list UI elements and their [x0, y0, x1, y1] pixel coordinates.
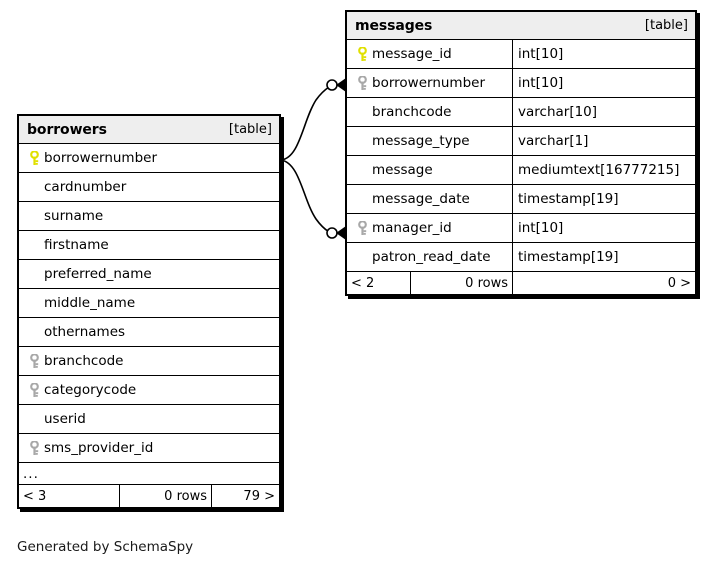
table-messages-header: messages [table]: [347, 12, 695, 40]
table-row[interactable]: borrowernumber int[10]: [347, 69, 695, 98]
table-row[interactable]: borrowernumber: [19, 144, 279, 173]
table-row[interactable]: branchcode: [19, 347, 279, 376]
column-name: branchcode: [44, 353, 124, 369]
more-columns-label: ...: [23, 465, 39, 482]
foreign-key-icon: [25, 353, 44, 369]
column-type: int[10]: [518, 220, 564, 236]
column-type: int[10]: [518, 75, 564, 91]
table-row[interactable]: message_type varchar[1]: [347, 127, 695, 156]
column-name: othernames: [44, 324, 126, 340]
column-name: surname: [44, 208, 104, 224]
column-name: borrowernumber: [44, 150, 158, 166]
column-type: int[10]: [518, 46, 564, 62]
primary-key-icon: [25, 150, 44, 166]
table-row[interactable]: cardnumber: [19, 173, 279, 202]
table-row[interactable]: userid: [19, 405, 279, 434]
table-row[interactable]: categorycode: [19, 376, 279, 405]
foreign-key-icon: [353, 75, 372, 91]
column-name: message: [372, 162, 433, 178]
table-row[interactable]: message mediumtext[16777215]: [347, 156, 695, 185]
column-type: timestamp[19]: [518, 191, 619, 207]
column-name: middle_name: [44, 295, 136, 311]
column-type: varchar[10]: [518, 104, 598, 120]
table-borrowers-title: borrowers: [27, 121, 107, 138]
table-borrowers[interactable]: borrowers [table] borrowernumber c: [17, 114, 281, 509]
table-row[interactable]: middle_name: [19, 289, 279, 318]
table-messages-kind: [table]: [644, 18, 688, 33]
table-row[interactable]: manager_id int[10]: [347, 214, 695, 243]
generator-note: Generated by SchemaSpy: [17, 539, 194, 555]
table-messages-title: messages: [355, 17, 433, 34]
next-page-button[interactable]: 79 >: [211, 485, 279, 507]
table-row[interactable]: patron_read_date timestamp[19]: [347, 243, 695, 272]
next-page-button[interactable]: 0 >: [512, 272, 695, 294]
table-row[interactable]: surname: [19, 202, 279, 231]
prev-page-button[interactable]: < 3: [23, 488, 47, 504]
column-name: patron_read_date: [372, 249, 491, 265]
column-name: sms_provider_id: [44, 440, 154, 456]
table-row[interactable]: message_date timestamp[19]: [347, 185, 695, 214]
column-type: timestamp[19]: [518, 249, 619, 265]
column-name: preferred_name: [44, 266, 152, 282]
column-type: varchar[1]: [518, 133, 589, 149]
table-row[interactable]: othernames: [19, 318, 279, 347]
column-name: firstname: [44, 237, 109, 253]
table-row[interactable]: sms_provider_id: [19, 434, 279, 463]
foreign-key-icon: [353, 220, 372, 236]
table-borrowers-kind: [table]: [228, 122, 272, 137]
row-count-label: 0 rows: [119, 485, 211, 507]
row-count-label: 0 rows: [410, 272, 512, 294]
table-row[interactable]: branchcode varchar[10]: [347, 98, 695, 127]
table-messages-footer: < 2 0 rows 0 >: [347, 272, 695, 294]
column-name: userid: [44, 411, 86, 427]
column-name: cardnumber: [44, 179, 127, 195]
table-row[interactable]: message_id int[10]: [347, 40, 695, 69]
table-row[interactable]: firstname: [19, 231, 279, 260]
primary-key-icon: [353, 46, 372, 62]
column-name: borrowernumber: [372, 75, 486, 91]
column-name: manager_id: [372, 220, 452, 236]
more-columns-indicator[interactable]: ...: [19, 463, 279, 485]
table-borrowers-header: borrowers [table]: [19, 116, 279, 144]
column-type: mediumtext[16777215]: [518, 162, 680, 178]
column-name: branchcode: [372, 104, 452, 120]
relationship-borrowernumber: [280, 78, 346, 161]
prev-page-button[interactable]: < 2: [351, 275, 375, 291]
relationship-manager-id: [280, 159, 346, 240]
table-row[interactable]: preferred_name: [19, 260, 279, 289]
foreign-key-icon: [25, 440, 44, 456]
column-name: message_type: [372, 133, 470, 149]
table-messages[interactable]: messages [table] message_id int[10]: [345, 10, 697, 296]
column-name: message_id: [372, 46, 452, 62]
column-name: message_date: [372, 191, 470, 207]
table-borrowers-footer: < 3 0 rows 79 >: [19, 485, 279, 507]
column-name: categorycode: [44, 382, 137, 398]
foreign-key-icon: [25, 382, 44, 398]
